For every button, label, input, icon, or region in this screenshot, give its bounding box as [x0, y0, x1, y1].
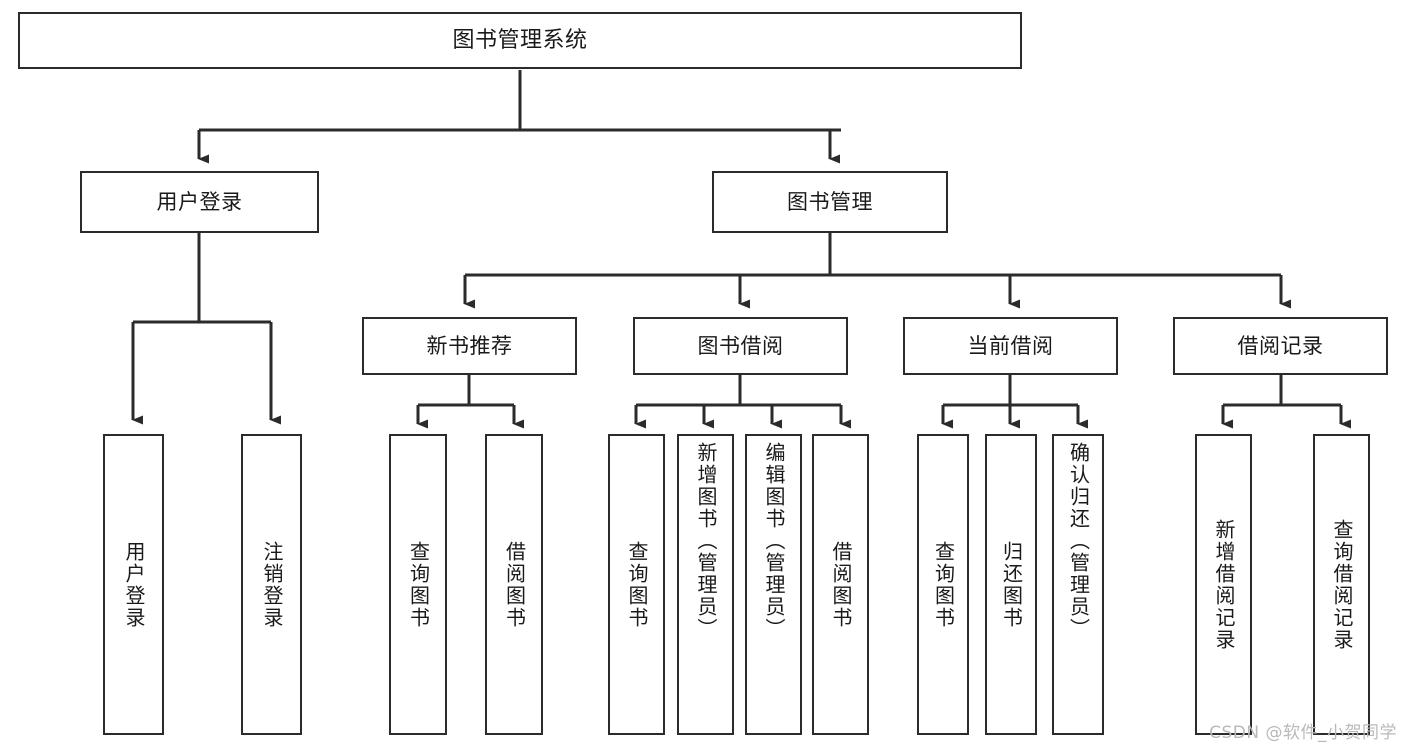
node-label: 新书推荐 [426, 333, 513, 358]
leaf-borrow-record-add-record[interactable]: 新增借阅记录 [1195, 434, 1252, 735]
node-borrow-record[interactable]: 借阅记录 [1173, 317, 1388, 375]
node-book-management-system[interactable]: 图书管理系统 [18, 12, 1022, 69]
leaf-new-book-borrow-book[interactable]: 借阅图书 [485, 434, 543, 735]
node-label: 确认归还（管理员） [1066, 442, 1091, 640]
leaf-current-borrow-confirm-return-admin[interactable]: 确认归还（管理员） [1052, 434, 1104, 735]
leaf-user-login-logout[interactable]: 注销登录 [241, 434, 302, 735]
node-label: 新增借阅记录 [1212, 518, 1236, 651]
node-label: 用户登录 [156, 189, 243, 214]
node-label: 用户登录 [122, 540, 146, 629]
node-label: 新增图书（管理员） [694, 442, 718, 640]
leaf-borrow-record-query-record[interactable]: 查询借阅记录 [1313, 434, 1370, 735]
node-book-borrow[interactable]: 图书借阅 [633, 317, 848, 375]
node-label: 图书管理 [787, 189, 873, 214]
leaf-book-borrow-edit-book-admin[interactable]: 编辑图书（管理员） [745, 434, 802, 735]
leaf-book-borrow-add-book-admin[interactable]: 新增图书（管理员） [677, 434, 734, 735]
leaf-book-borrow-query-book[interactable]: 查询图书 [608, 434, 665, 735]
node-label: 查询图书 [931, 540, 956, 629]
leaf-book-borrow-borrow-book[interactable]: 借阅图书 [812, 434, 869, 735]
node-book-management[interactable]: 图书管理 [712, 171, 948, 233]
node-label: 当前借阅 [967, 333, 1054, 358]
node-label: 查询图书 [625, 540, 649, 629]
node-label: 图书借阅 [697, 333, 784, 358]
node-label: 借阅图书 [829, 540, 853, 629]
node-label: 借阅记录 [1237, 333, 1324, 358]
node-new-book-recommend[interactable]: 新书推荐 [362, 317, 577, 375]
node-label: 编辑图书（管理员） [762, 442, 786, 640]
node-label: 查询借阅记录 [1330, 518, 1354, 651]
node-label: 注销登录 [260, 540, 284, 629]
leaf-new-book-query-book[interactable]: 查询图书 [389, 434, 447, 735]
leaf-current-borrow-query-book[interactable]: 查询图书 [917, 434, 969, 735]
node-current-borrow[interactable]: 当前借阅 [903, 317, 1118, 375]
node-label: 借阅图书 [502, 540, 527, 629]
leaf-user-login-login[interactable]: 用户登录 [103, 434, 164, 735]
node-label: 归还图书 [999, 540, 1024, 629]
node-label: 查询图书 [406, 540, 431, 629]
leaf-current-borrow-return-book[interactable]: 归还图书 [985, 434, 1037, 735]
node-user-login[interactable]: 用户登录 [80, 171, 319, 233]
node-label: 图书管理系统 [452, 27, 588, 53]
